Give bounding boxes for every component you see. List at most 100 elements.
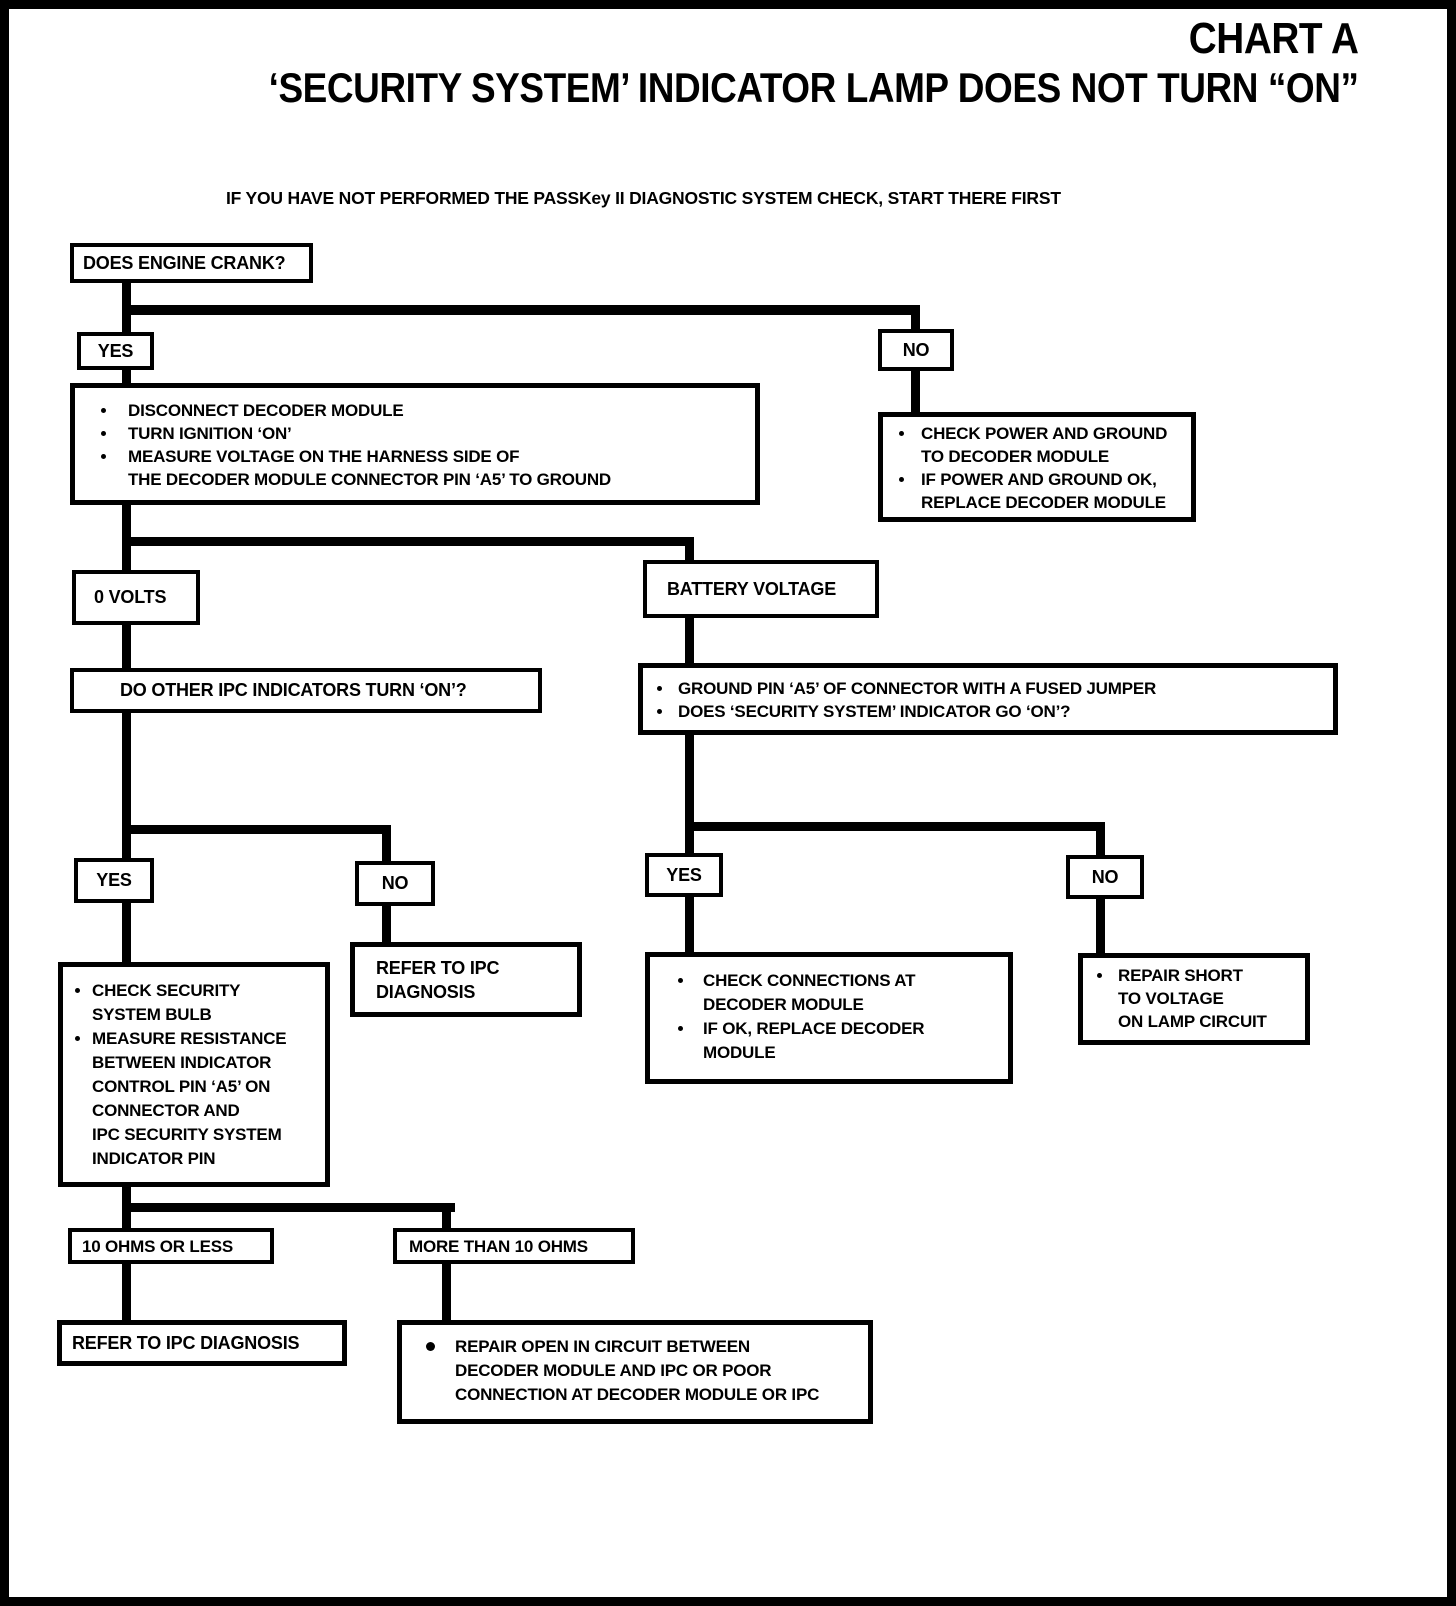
bullet-text: MEASURE RESISTANCE BETWEEN INDICATOR CON…	[92, 1029, 287, 1168]
bullet-list: GROUND PIN ‘A5’ OF CONNECTOR WITH A FUSE…	[657, 677, 1323, 723]
bullet-text: CHECK CONNECTIONS AT DECODER MODULE	[703, 971, 916, 1014]
bullet-dot-icon	[101, 454, 106, 459]
bullet-item: CHECK POWER AND GROUND TO DECODER MODULE	[899, 422, 1181, 468]
bullet-dot-icon	[75, 988, 80, 993]
bullet-list: CHECK POWER AND GROUND TO DECODER MODULE…	[899, 422, 1181, 514]
bullet-item: TURN IGNITION ‘ON’	[101, 422, 737, 445]
bullet-item: CHECK CONNECTIONS AT DECODER MODULE	[678, 969, 998, 1017]
connector-line	[685, 895, 694, 955]
bullet-dot-icon	[1097, 973, 1102, 978]
node-label: DOES ENGINE CRANK?	[83, 252, 286, 273]
connector-line	[122, 623, 131, 671]
connector-line	[122, 711, 131, 861]
node-refer-ipc-diagnosis-1: REFER TO IPC DIAGNOSIS	[350, 942, 582, 1017]
bullet-text: IF OK, REPLACE DECODER MODULE	[703, 1019, 925, 1062]
node-label: DO OTHER IPC INDICATORS TURN ‘ON’?	[120, 680, 467, 700]
node-more-than-10-ohms: MORE THAN 10 OHMS	[393, 1228, 635, 1264]
page-title: ‘SECURITY SYSTEM’ INDICATOR LAMP DOES NO…	[268, 64, 1358, 111]
node-label: REFER TO IPC DIAGNOSIS	[72, 1332, 300, 1353]
connector-line	[685, 537, 694, 564]
connector-line	[382, 904, 391, 945]
connector-line	[1096, 897, 1105, 956]
node-crank-yes-actions: DISCONNECT DECODER MODULE TURN IGNITION …	[70, 383, 760, 505]
connector-line	[442, 1203, 451, 1231]
bullet-item: IF OK, REPLACE DECODER MODULE	[678, 1017, 998, 1065]
bullet-text: DOES ‘SECURITY SYSTEM’ INDICATOR GO ‘ON’…	[678, 702, 1071, 721]
node-ipc-indicators-question: DO OTHER IPC INDICATORS TURN ‘ON’?	[70, 668, 542, 713]
node-check-connections-actions: CHECK CONNECTIONS AT DECODER MODULE IF O…	[645, 952, 1013, 1084]
connector-line	[911, 369, 920, 415]
node-crank-yes: YES	[77, 332, 154, 370]
bullet-item: CHECK SECURITY SYSTEM BULB	[75, 979, 319, 1027]
connector-line	[122, 305, 920, 315]
connector-line	[382, 825, 391, 864]
bullet-list: REPAIR OPEN IN CIRCUIT BETWEEN DECODER M…	[426, 1335, 860, 1407]
bullet-item: DOES ‘SECURITY SYSTEM’ INDICATOR GO ‘ON’…	[657, 700, 1323, 723]
bullet-list: REPAIR SHORT TO VOLTAGE ON LAMP CIRCUIT	[1097, 964, 1299, 1033]
node-engine-crank-question: DOES ENGINE CRANK?	[70, 243, 313, 283]
connector-line	[122, 825, 391, 834]
connector-line	[911, 305, 920, 333]
node-label: BATTERY VOLTAGE	[667, 578, 837, 599]
node-label: NO	[902, 339, 930, 360]
node-repair-open-actions: REPAIR OPEN IN CIRCUIT BETWEEN DECODER M…	[397, 1320, 873, 1424]
bullet-dot-icon	[657, 709, 662, 714]
title-block: CHART A ‘SECURITY SYSTEM’ INDICATOR LAMP…	[268, 14, 1358, 112]
bullet-item: MEASURE VOLTAGE ON THE HARNESS SIDE OF T…	[101, 445, 737, 491]
node-label: 10 OHMS OR LESS	[82, 1236, 233, 1256]
node-label: MORE THAN 10 OHMS	[409, 1236, 588, 1256]
connector-line	[122, 1203, 455, 1212]
node-ipc-no: NO	[355, 861, 435, 906]
node-label: YES	[96, 870, 132, 890]
node-label: YES	[97, 340, 134, 361]
bullet-text: DISCONNECT DECODER MODULE	[128, 401, 404, 420]
bullet-list: CHECK CONNECTIONS AT DECODER MODULE IF O…	[678, 969, 998, 1065]
node-label: 0 VOLTS	[94, 587, 167, 607]
bullet-text: GROUND PIN ‘A5’ OF CONNECTOR WITH A FUSE…	[678, 679, 1157, 698]
bullet-dot-icon	[678, 978, 683, 983]
connector-line	[122, 1262, 131, 1323]
connector-line	[122, 368, 131, 384]
bullet-dot-icon	[101, 431, 106, 436]
connector-line	[122, 901, 131, 965]
node-refer-ipc-diagnosis-2: REFER TO IPC DIAGNOSIS	[57, 1320, 347, 1366]
bullet-dot-icon	[678, 1026, 683, 1031]
node-label: NO	[381, 873, 409, 893]
bullet-item: GROUND PIN ‘A5’ OF CONNECTOR WITH A FUSE…	[657, 677, 1323, 700]
bullet-list: DISCONNECT DECODER MODULE TURN IGNITION …	[101, 399, 737, 491]
bullet-dot-icon	[657, 686, 662, 691]
prerequisite-note: IF YOU HAVE NOT PERFORMED THE PASSKey II…	[226, 188, 1061, 208]
node-jumper-yes: YES	[645, 853, 723, 897]
node-check-bulb-actions: CHECK SECURITY SYSTEM BULB MEASURE RESIS…	[58, 962, 330, 1187]
connector-line	[1096, 822, 1105, 858]
node-label: REFER TO IPC DIAGNOSIS	[376, 958, 500, 1002]
bullet-item: REPAIR SHORT TO VOLTAGE ON LAMP CIRCUIT	[1097, 964, 1299, 1033]
chart-label: CHART A	[1188, 14, 1358, 63]
bullet-item: MEASURE RESISTANCE BETWEEN INDICATOR CON…	[75, 1027, 319, 1171]
bullet-item: IF POWER AND GROUND OK, REPLACE DECODER …	[899, 468, 1181, 514]
connector-line	[442, 1262, 451, 1323]
bullet-list: CHECK SECURITY SYSTEM BULB MEASURE RESIS…	[75, 979, 319, 1171]
bullet-dot-icon	[426, 1342, 435, 1351]
bullet-text: CHECK POWER AND GROUND TO DECODER MODULE	[921, 424, 1168, 466]
bullet-text: IF POWER AND GROUND OK, REPLACE DECODER …	[921, 470, 1166, 512]
bullet-text: TURN IGNITION ‘ON’	[128, 424, 292, 443]
connector-line	[685, 733, 694, 856]
bullet-dot-icon	[75, 1036, 80, 1041]
connector-line	[122, 537, 694, 546]
node-jumper-no: NO	[1066, 855, 1144, 899]
bullet-item: DISCONNECT DECODER MODULE	[101, 399, 737, 422]
node-battery-voltage: BATTERY VOLTAGE	[643, 560, 879, 618]
node-crank-no: NO	[878, 329, 954, 371]
node-label: YES	[666, 864, 702, 885]
bullet-text: MEASURE VOLTAGE ON THE HARNESS SIDE OF T…	[128, 447, 612, 489]
node-ipc-yes: YES	[74, 858, 154, 903]
bullet-text: REPAIR OPEN IN CIRCUIT BETWEEN DECODER M…	[455, 1337, 820, 1404]
connector-line	[685, 822, 1105, 831]
node-label: NO	[1091, 866, 1119, 887]
node-repair-short-actions: REPAIR SHORT TO VOLTAGE ON LAMP CIRCUIT	[1078, 953, 1310, 1045]
bullet-dot-icon	[899, 431, 904, 436]
bullet-item: REPAIR OPEN IN CIRCUIT BETWEEN DECODER M…	[426, 1335, 860, 1407]
bullet-dot-icon	[899, 477, 904, 482]
